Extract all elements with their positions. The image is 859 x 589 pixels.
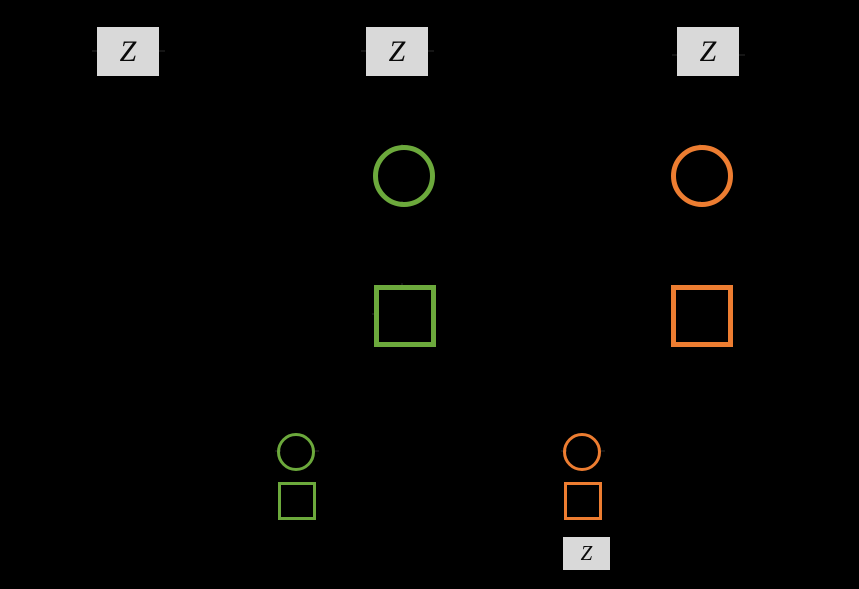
z-label-right[interactable]: Z: [677, 27, 739, 76]
green-circle-large[interactable]: [373, 145, 435, 207]
z-label-text: Z: [388, 34, 406, 68]
green-circle-small[interactable]: [277, 433, 315, 471]
z-label-center[interactable]: Z: [366, 27, 428, 76]
green-square-large[interactable]: [374, 285, 436, 347]
tick-green-small-c-r: [313, 450, 319, 452]
z-label-left[interactable]: Z: [97, 27, 159, 76]
orange-circle-large[interactable]: [671, 145, 733, 207]
z-label-text: Z: [699, 34, 717, 68]
tick-z-center-right: [428, 50, 434, 52]
orange-square-large[interactable]: [671, 285, 733, 347]
orange-circle-small[interactable]: [563, 433, 601, 471]
tick-orange-small-c-r: [599, 450, 605, 452]
z-label-text: Z: [580, 541, 593, 565]
tick-z-center-left: [361, 50, 367, 52]
tick-z-right-left: [672, 54, 678, 56]
z-label-text: Z: [119, 34, 137, 68]
tick-z-right-right: [739, 54, 745, 56]
tick-z-left-right: [159, 50, 165, 52]
green-square-small[interactable]: [278, 482, 316, 520]
z-label-bottom-right[interactable]: Z: [563, 537, 610, 570]
tick-z-left-left: [92, 50, 98, 52]
orange-square-small[interactable]: [564, 482, 602, 520]
